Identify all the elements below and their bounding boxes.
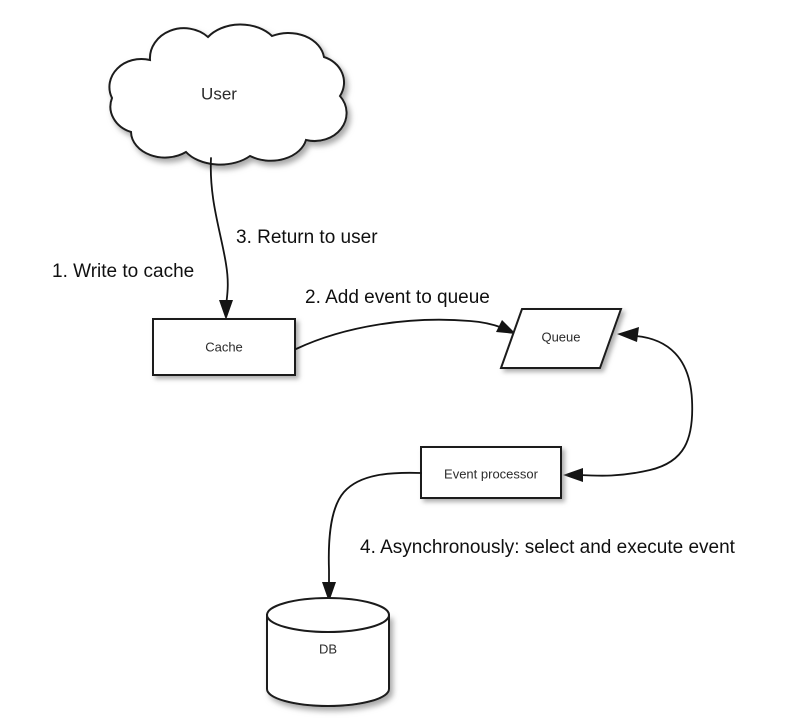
- node-user[interactable]: User: [108, 23, 348, 166]
- node-db[interactable]: DB: [266, 597, 390, 707]
- step-label-3: 3. Return to user: [236, 227, 378, 248]
- step-label-2: 2. Add event to queue: [305, 287, 490, 308]
- arrow-head-into-event-processor: [563, 468, 583, 482]
- node-queue[interactable]: Queue: [499, 308, 623, 369]
- edge-cache-to-queue: [295, 318, 516, 350]
- node-user-label: User: [201, 84, 237, 103]
- arrow-head-cache-to-queue: [496, 320, 516, 334]
- node-event-processor[interactable]: Event processor: [420, 446, 562, 499]
- edge-event-processor-to-db: [322, 471, 422, 602]
- arrow-head-user-to-cache: [219, 300, 233, 320]
- edge-queue-to-event-processor: [563, 327, 694, 482]
- edge-user-to-cache: [209, 157, 233, 320]
- node-cache-label: Cache: [205, 339, 243, 354]
- arrow-head-into-queue: [617, 327, 639, 342]
- step-label-4: 4. Asynchronously: select and execute ev…: [360, 537, 736, 558]
- step-label-1: 1. Write to cache: [52, 261, 194, 282]
- node-db-label: DB: [319, 641, 337, 656]
- arrow-head-to-db: [322, 582, 336, 602]
- node-cache[interactable]: Cache: [152, 318, 296, 376]
- node-queue-label: Queue: [541, 329, 580, 344]
- node-event-processor-label: Event processor: [444, 466, 539, 481]
